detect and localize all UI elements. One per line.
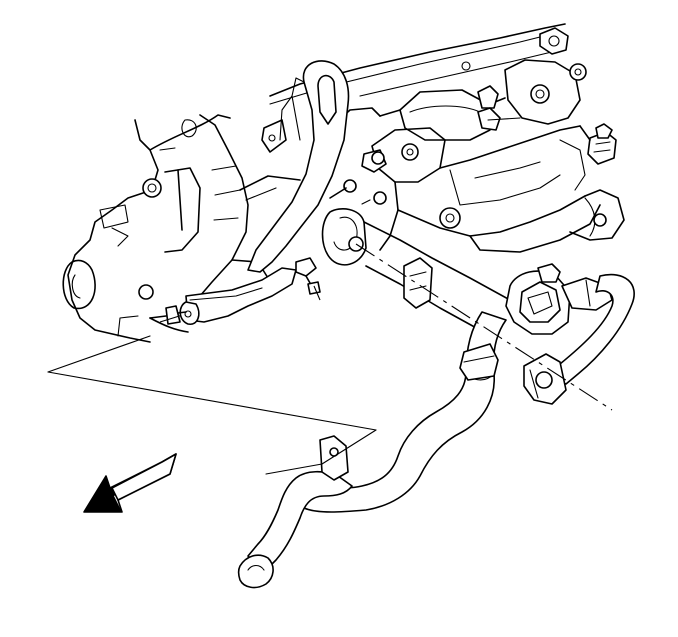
egr-pipe — [237, 273, 635, 589]
egr-valve-assembly — [505, 263, 613, 335]
assembly-reference-lines — [47, 243, 613, 475]
intake-manifold — [269, 23, 625, 253]
frame-crossmember — [149, 257, 321, 325]
mounting-bracket — [239, 60, 350, 273]
exhaust-manifold-section — [321, 208, 511, 331]
engine-block — [62, 114, 269, 343]
forward-direction-arrow-icon — [83, 453, 177, 513]
